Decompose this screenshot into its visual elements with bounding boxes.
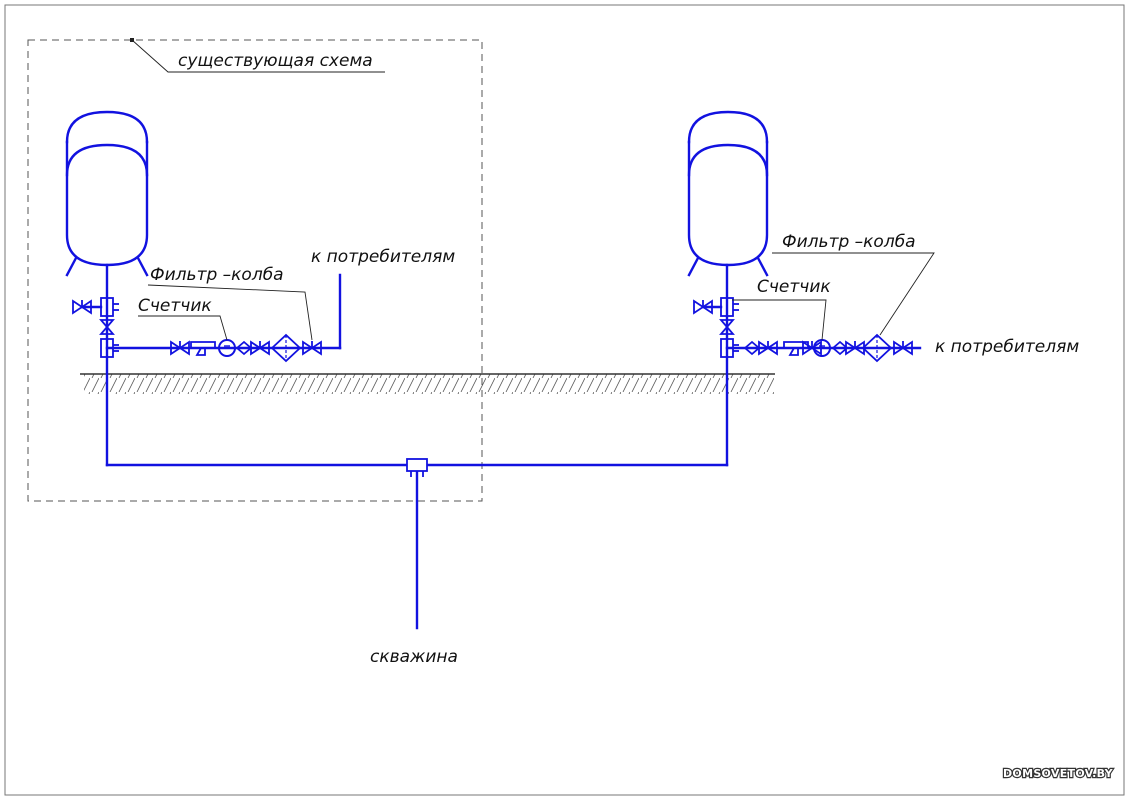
- left-filter-flask-icon: [271, 334, 301, 362]
- right-meter-leader: [732, 299, 827, 341]
- well-tee-icon: [406, 458, 428, 477]
- watermark: DOMSOVETOV.BY: [1003, 767, 1114, 780]
- right-pressure-tank-icon: [687, 110, 769, 277]
- sheet-border: [4, 4, 1125, 796]
- left-tee-upper-icon: [100, 297, 120, 317]
- existing-scheme-label: существующая схема: [178, 51, 373, 71]
- left-consumers-label: к потребителям: [311, 247, 455, 267]
- existing-scheme-frame: [27, 39, 483, 502]
- left-filter-label: Фильтр –колба: [150, 265, 284, 285]
- left-pressure-tank-icon: [65, 110, 149, 277]
- existing-scheme-leader: [131, 39, 385, 73]
- right-meter-label: Счетчик: [757, 277, 831, 297]
- right-filter-label: Фильтр –колба: [782, 232, 916, 252]
- left-filter-leader: [147, 284, 313, 341]
- well-label: скважина: [370, 647, 458, 667]
- right-filter-flask-icon: [862, 334, 892, 362]
- right-tee-upper-icon: [720, 297, 740, 317]
- ground-hatch: [84, 374, 774, 394]
- right-check-valve-2-icon: [832, 341, 848, 355]
- left-vertical-check-icon: [99, 319, 115, 335]
- right-vertical-check-icon: [719, 319, 735, 335]
- right-consumers-label: к потребителям: [935, 337, 1079, 357]
- left-piping: [80, 263, 729, 467]
- left-meter-leader: [138, 315, 228, 341]
- left-meter-label: Счетчик: [138, 296, 212, 316]
- right-check-valve-1-icon: [744, 341, 760, 355]
- right-filter-leader: [772, 252, 935, 336]
- left-check-valve-icon: [236, 341, 252, 355]
